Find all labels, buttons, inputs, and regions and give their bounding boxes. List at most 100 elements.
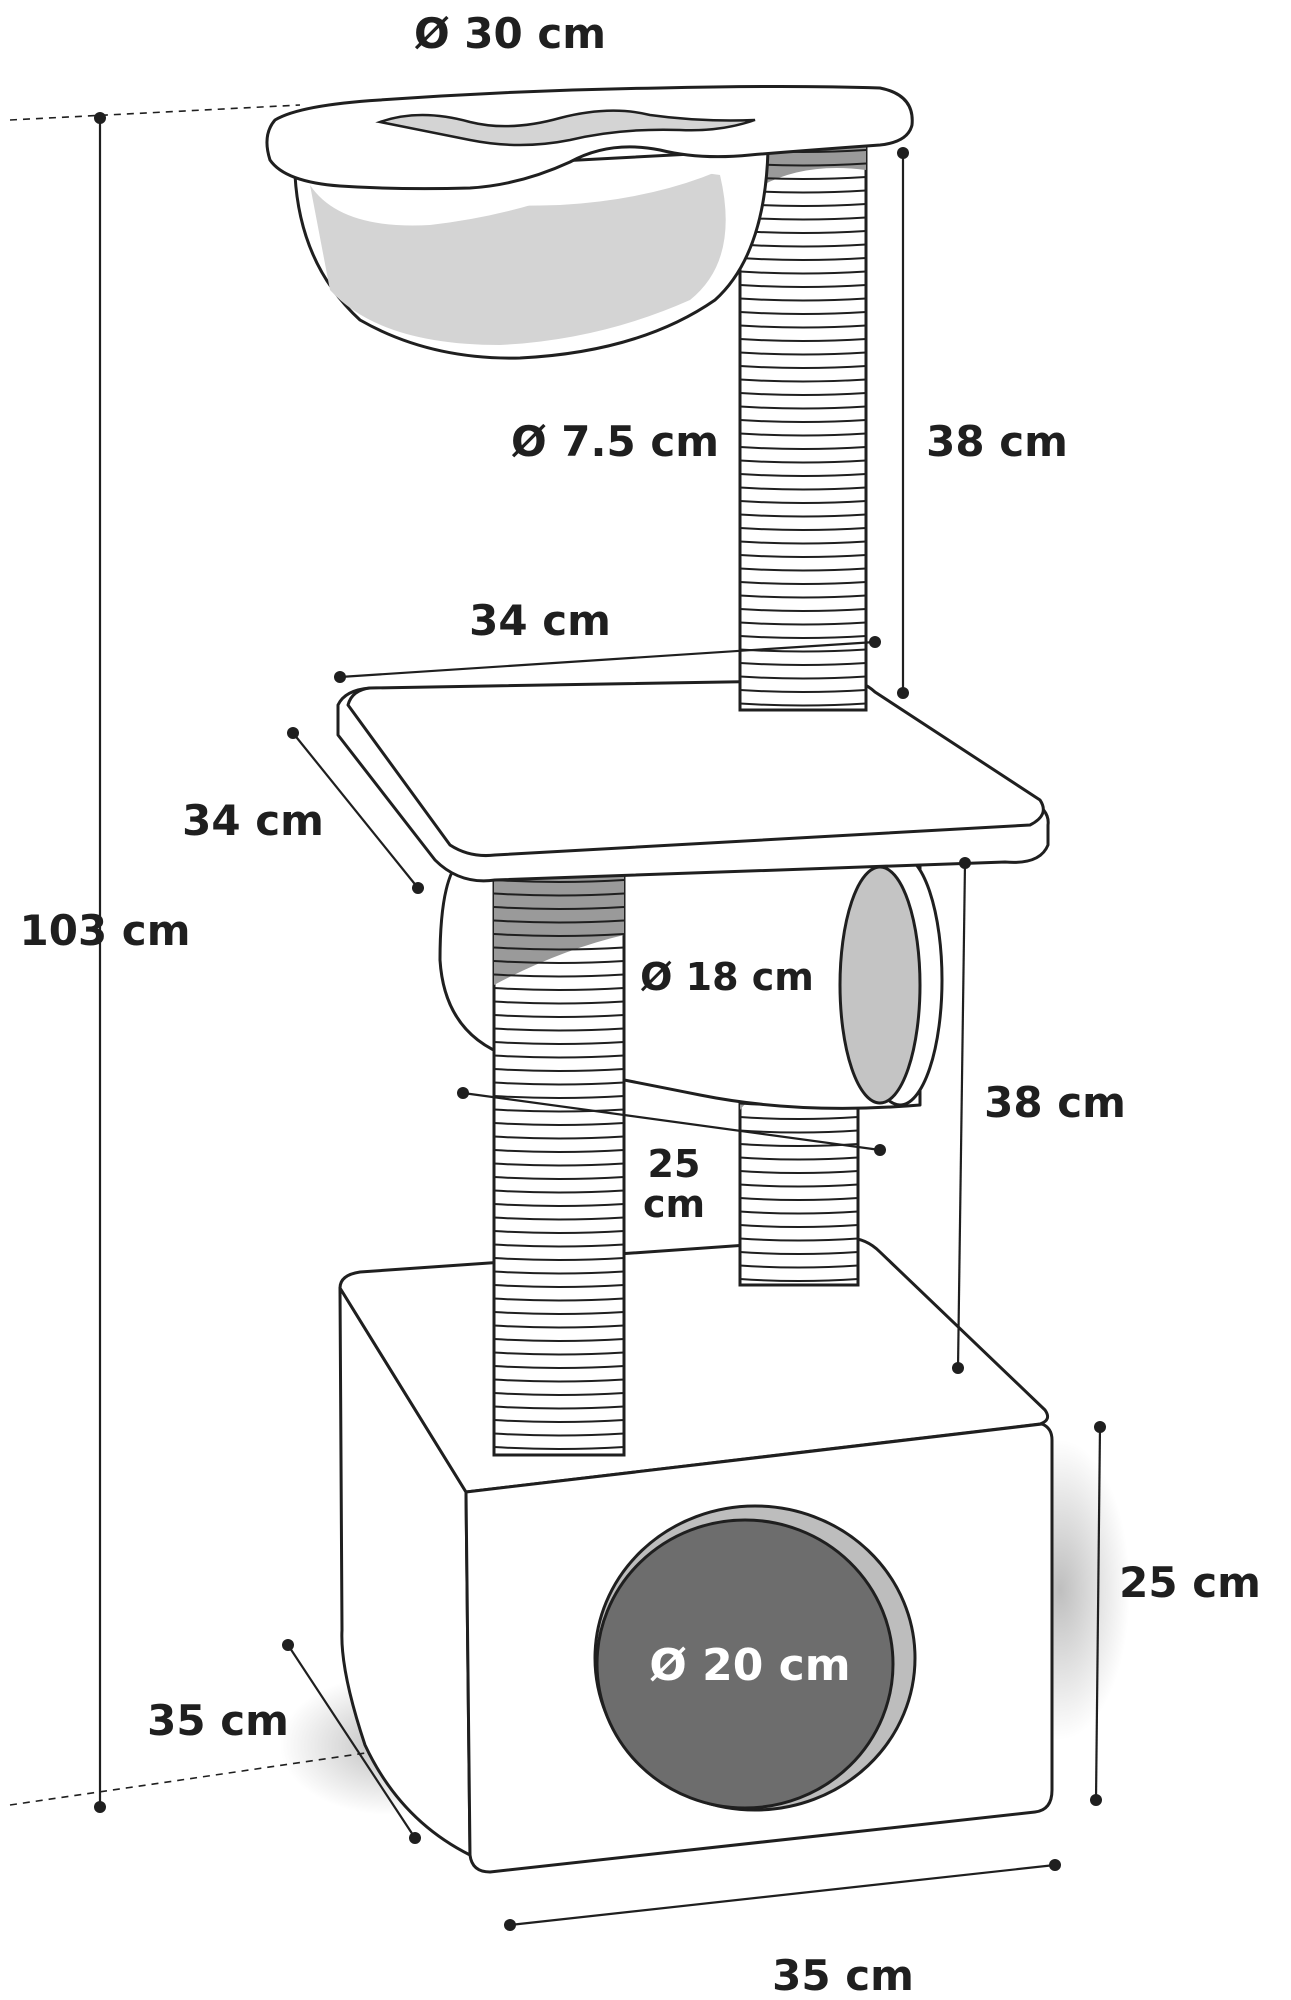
post-rope-stripe xyxy=(739,432,867,437)
post-rope-stripe xyxy=(739,662,867,666)
post-rope-stripe xyxy=(493,1162,625,1167)
post-rope-stripe xyxy=(493,933,625,937)
post-rope-stripe xyxy=(493,906,625,910)
post-rope-stripe xyxy=(493,1270,625,1275)
post-rope-stripe xyxy=(739,527,867,531)
post-rope-stripe xyxy=(739,243,867,248)
post-rope-stripe xyxy=(739,392,867,396)
post-rope-stripe xyxy=(493,919,625,924)
post-rope-stripe xyxy=(739,365,867,369)
post-rope-stripe xyxy=(739,1156,859,1161)
post-rope-stripe xyxy=(739,500,867,504)
platform-depth-label: 34 cm xyxy=(182,796,324,845)
base-box xyxy=(338,1236,1054,1874)
post-rope-stripe xyxy=(493,1432,625,1437)
base-width-line xyxy=(509,1863,1056,1927)
base-box-side xyxy=(338,1286,472,1857)
base-width-left-dot xyxy=(504,1919,516,1931)
platform-width-right-dot xyxy=(869,636,881,648)
post-rope-stripe xyxy=(739,486,867,491)
base-depth-line xyxy=(287,1644,416,1839)
post-rope-stripe xyxy=(739,473,867,477)
base-depth-top-dot xyxy=(282,1639,294,1651)
middle-height-bottom-dot xyxy=(952,1362,964,1374)
bed-rim xyxy=(265,85,914,191)
bed-cushion-shade xyxy=(375,109,756,147)
right-lower-post xyxy=(738,1078,860,1287)
post-rope-stripe xyxy=(493,1081,625,1086)
post-rope-stripe xyxy=(493,1135,625,1140)
post-rope-stripe xyxy=(493,1176,625,1180)
total-height-bottom-guide xyxy=(9,1744,421,1806)
post-rope-stripe xyxy=(493,1297,625,1302)
post-rope-stripe xyxy=(493,1324,625,1329)
tunnel-diameter-label: Ø 18 cm xyxy=(640,955,814,999)
post-rope-stripe xyxy=(739,1264,859,1269)
post-rope-stripe xyxy=(739,1129,859,1134)
middle-height-label: 38 cm xyxy=(984,1078,1126,1127)
post-rope-stripe xyxy=(739,1197,859,1201)
tunnel-length-value-label: 25 xyxy=(648,1142,701,1186)
post-rope-stripe xyxy=(739,635,867,639)
post-rope-stripe xyxy=(739,1224,859,1228)
post-rope-stripe xyxy=(493,1149,625,1153)
post-rope-stripe xyxy=(493,1108,625,1113)
post-rope-stripe xyxy=(493,1095,625,1099)
platform-depth-line xyxy=(292,732,419,889)
post-rope-stripe xyxy=(493,1446,625,1450)
post-rope-stripe xyxy=(493,892,625,897)
post-rope-stripe xyxy=(739,257,867,261)
upper-post xyxy=(738,138,868,712)
post-rope-stripe xyxy=(739,405,867,410)
total-height-top-dot xyxy=(94,112,106,124)
post-rope-stripe xyxy=(493,1230,625,1234)
base-height-label: 25 cm xyxy=(1119,1558,1261,1607)
post-rope-stripe xyxy=(739,702,867,707)
post-rope-stripe xyxy=(739,513,867,518)
post-rope-stripe xyxy=(739,1251,859,1255)
post-rope-stripe xyxy=(739,446,867,450)
post-rope-stripe xyxy=(493,1027,625,1032)
post-rope-stripe xyxy=(493,1189,625,1194)
post-rope-stripe xyxy=(493,1203,625,1207)
post-rope-stripe xyxy=(493,987,625,991)
platform-width-label: 34 cm xyxy=(469,596,611,645)
base-width-right-dot xyxy=(1049,1859,1061,1871)
platform-width-line xyxy=(339,640,876,679)
base-height-top-dot xyxy=(1094,1421,1106,1433)
post-rope-stripe xyxy=(739,554,867,558)
post-rope-stripe xyxy=(739,1210,859,1215)
post-rope-stripe xyxy=(739,324,867,329)
upper-post-height-label: 38 cm xyxy=(926,417,1068,466)
post-rope-stripe xyxy=(739,594,867,599)
post-rope-stripe xyxy=(739,689,867,693)
post-rope-stripe xyxy=(493,1216,625,1221)
post-rope-stripe xyxy=(739,1183,859,1188)
middle-height-line xyxy=(956,862,967,1369)
base-depth-bottom-dot xyxy=(409,1832,421,1844)
post-rope-stripe xyxy=(493,1284,625,1288)
platform-top xyxy=(346,678,1045,857)
post-rope-stripe xyxy=(739,621,867,626)
post-diameter-label: Ø 7.5 cm xyxy=(511,417,719,466)
post-rope-stripe xyxy=(739,284,867,288)
post-rope-stripe xyxy=(739,378,867,383)
post-rope-stripe xyxy=(493,960,625,964)
post-rope-stripe xyxy=(739,608,867,612)
base-height-bottom-dot xyxy=(1090,1794,1102,1806)
post-rope-stripe xyxy=(493,1041,625,1045)
bed-inner-shade xyxy=(310,171,726,345)
post-rope-stripe xyxy=(493,1014,625,1018)
middle-platform xyxy=(336,678,1050,883)
base-opening xyxy=(595,1518,895,1810)
post-rope-stripe xyxy=(493,1122,625,1126)
post-rope-stripe xyxy=(739,581,867,585)
platform-depth-top-dot xyxy=(287,727,299,739)
post-rope-stripe xyxy=(739,297,867,302)
base-opening-diameter-label: Ø 20 cm xyxy=(649,1640,850,1691)
post-rope-stripe xyxy=(493,1000,625,1005)
post-rope-stripe xyxy=(739,351,867,356)
total-height-label: 103 cm xyxy=(20,906,191,955)
post-rope-stripe xyxy=(739,1278,859,1282)
post-rope-stripe xyxy=(739,338,867,342)
